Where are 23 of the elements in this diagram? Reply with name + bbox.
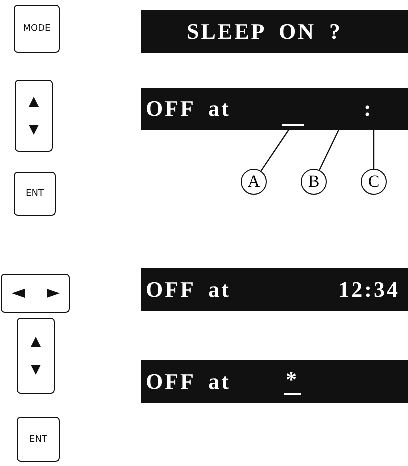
leader-line — [260, 130, 290, 172]
arrow-key-button — [1, 274, 70, 313]
display-text: * — [284, 368, 301, 394]
display-text: OFF at — [146, 98, 231, 120]
lcd-display — [141, 360, 408, 403]
arrow-key-button — [15, 80, 53, 152]
display-text: SLEEP ON ? — [187, 20, 342, 42]
callout-letter: A — [241, 169, 267, 195]
display-text: OFF at — [146, 370, 231, 392]
arrow-key-button — [17, 318, 55, 394]
lcd-display — [141, 268, 408, 311]
key-button: ENT — [14, 172, 56, 216]
display-text: : — [364, 98, 374, 120]
key-button: ENT — [17, 417, 60, 462]
display-text: 12:34 — [338, 278, 400, 300]
leader-line — [319, 130, 340, 171]
display-text: OFF at — [146, 278, 231, 300]
leader-line — [373, 130, 375, 169]
callout-letter: B — [301, 169, 327, 195]
lcd-display — [141, 10, 408, 53]
callout-letter: C — [361, 169, 387, 195]
lcd-display — [141, 88, 408, 130]
key-button: MODE — [14, 5, 60, 53]
